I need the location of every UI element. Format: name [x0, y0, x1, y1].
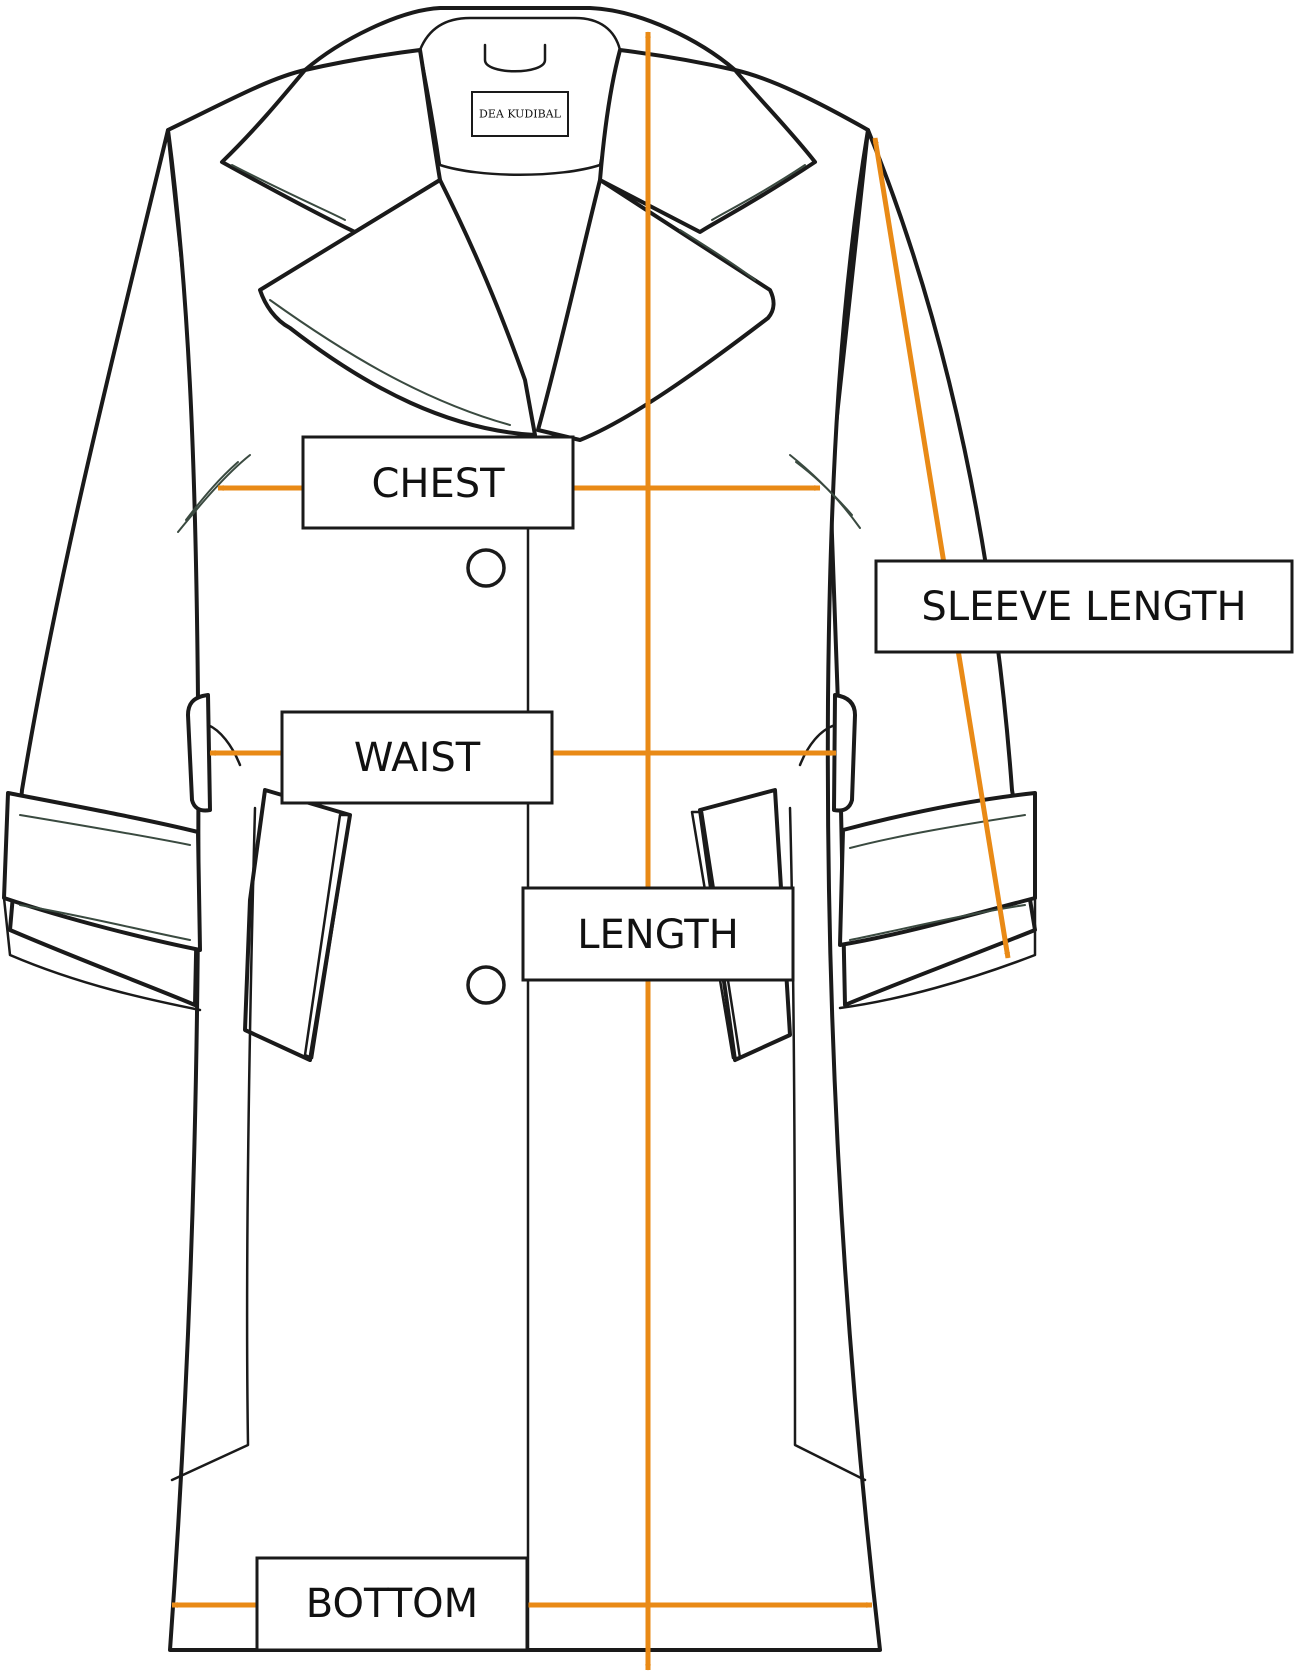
left-lapel [258, 178, 537, 437]
length-label: LENGTH [577, 912, 739, 958]
measurement-arrows [171, 31, 1011, 1671]
brand-label-box [471, 91, 569, 137]
length-label-box [521, 886, 795, 982]
right-lapel [536, 178, 776, 442]
button-lower [466, 965, 506, 1005]
measurement-labels: CHEST WAIST LENGTH SLEEVE LENGTH BOTTOM [255, 435, 1294, 1652]
sleeve-length-label: SLEEVE LENGTH [921, 584, 1246, 630]
chest-label: CHEST [371, 461, 505, 507]
sleeve-length-label-box [874, 559, 1294, 654]
button-upper [466, 548, 506, 588]
waist-label-box [280, 710, 554, 805]
sleeve-length-arrow [872, 137, 1011, 959]
left-underarm-fold [177, 454, 251, 533]
bottom-label: BOTTOM [306, 1581, 478, 1627]
left-sleeve [8, 128, 207, 1007]
right-belt-loop [832, 693, 857, 813]
bottom-label-box [255, 1556, 529, 1652]
hanger-loop [483, 43, 547, 73]
left-belt-loop [186, 693, 212, 813]
coat-illustration: DEA KUDIBAL [2, 6, 1037, 1652]
chest-label-box [301, 435, 575, 530]
waist-label: WAIST [354, 735, 481, 781]
brand-label: DEA KUDIBAL [479, 108, 562, 121]
